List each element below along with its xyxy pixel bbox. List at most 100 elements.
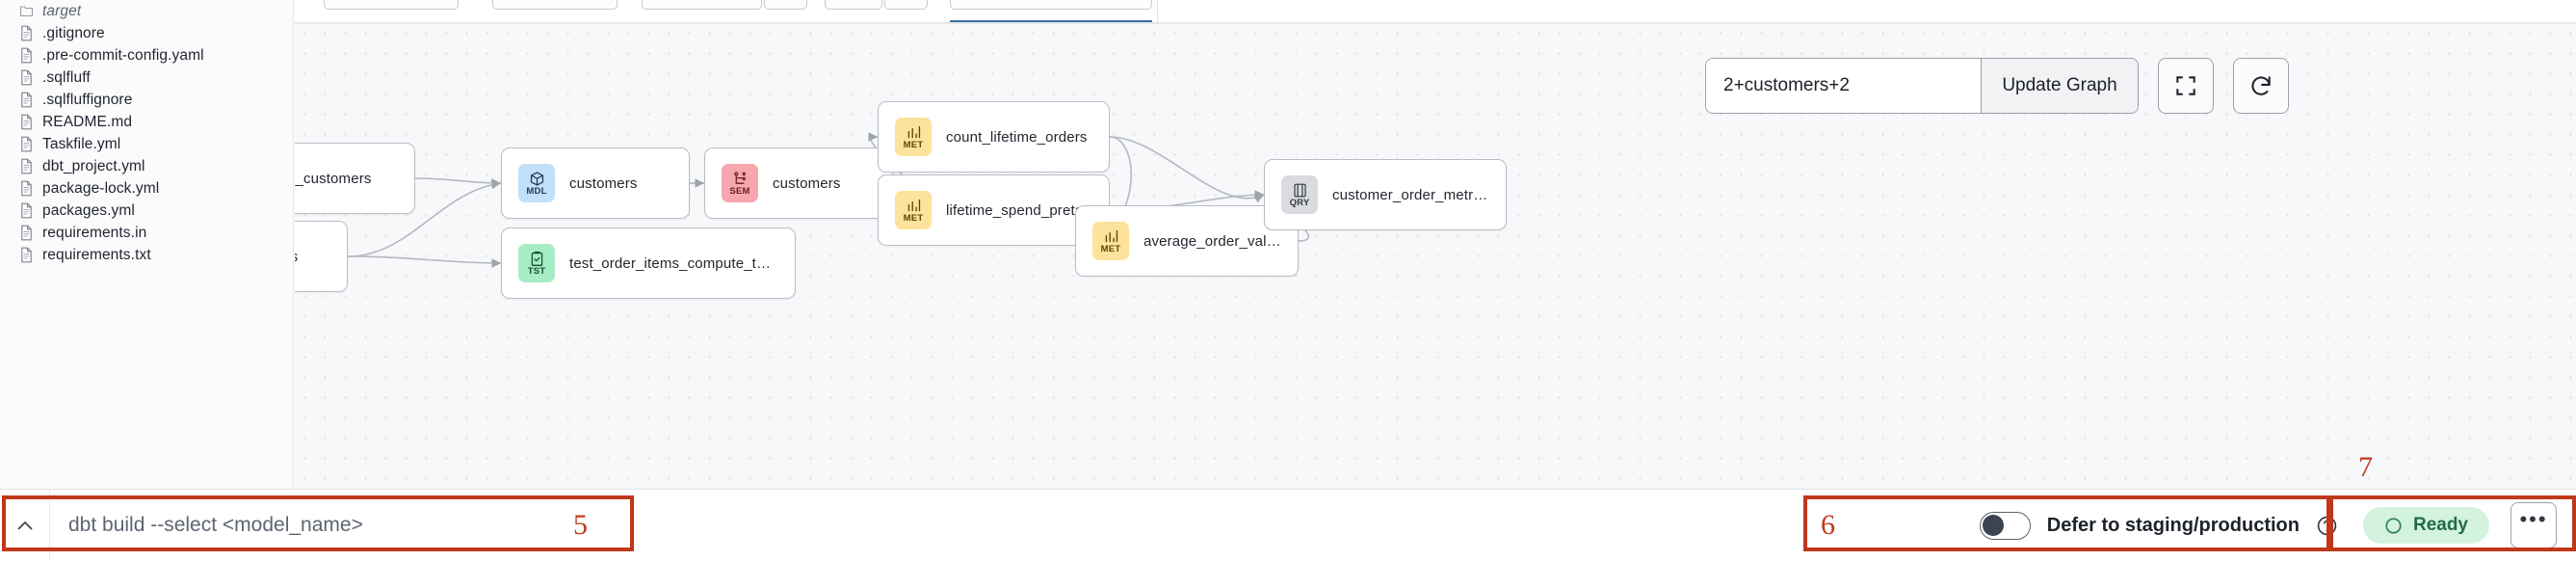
- file-tree-item[interactable]: .sqlfluffignore: [0, 89, 293, 111]
- file-tree-item[interactable]: .pre-commit-config.yaml: [0, 44, 293, 67]
- tab-stub-6[interactable]: [884, 0, 928, 10]
- lineage-edges: [347, 132, 1309, 268]
- file-tree-item[interactable]: .sqlfluff: [0, 67, 293, 89]
- graph-node[interactable]: MET average_order_value: [1075, 205, 1299, 277]
- file-icon: [19, 180, 34, 197]
- query-icon: [1292, 182, 1308, 199]
- graph-node-label: count_lifetime_orders: [946, 128, 1088, 146]
- graph-node[interactable]: SEM customers: [704, 147, 893, 219]
- annotation-number-6: 6: [1821, 509, 1835, 541]
- file-tree-item[interactable]: target: [0, 0, 293, 22]
- node-type-badge: MET: [1092, 222, 1129, 260]
- file-icon: [19, 47, 34, 64]
- tab-stub-2[interactable]: [492, 0, 618, 10]
- file-explorer-panel[interactable]: target .gitignore .pre-commit-config.yaml.…: [0, 0, 294, 489]
- graph-node[interactable]: MDL customers: [501, 147, 690, 219]
- node-type-label: MET: [903, 212, 924, 224]
- bottom-status-bar: Defer to staging/production Ready •••: [0, 489, 2576, 561]
- active-tab-indicator: [950, 20, 1152, 22]
- graph-select-input[interactable]: [1706, 59, 1981, 113]
- node-type-badge: MDL: [518, 164, 555, 202]
- graph-node-label: customer_order_metrics: [1332, 186, 1489, 203]
- file-tree-item-label: .gitignore: [42, 24, 105, 41]
- circle-icon: [2385, 517, 2402, 534]
- graph-node-label: test_order_items_compute_to_bools...: [569, 254, 778, 272]
- file-icon: [19, 136, 34, 152]
- update-graph-button[interactable]: Update Graph: [1981, 59, 2138, 113]
- defer-toggle[interactable]: [1979, 511, 2031, 540]
- tab-stub-3[interactable]: [642, 0, 762, 10]
- file-tree-item-label: dbt_project.yml: [42, 157, 145, 174]
- node-type-badge: TST: [518, 244, 555, 282]
- more-options-button[interactable]: •••: [2510, 502, 2557, 548]
- semantic-icon: [732, 171, 749, 187]
- file-tree-item[interactable]: .gitignore: [0, 22, 293, 44]
- fullscreen-icon: [2176, 76, 2195, 95]
- node-type-badge: SEM: [722, 164, 758, 202]
- file-tree-item-label: package-lock.yml: [42, 179, 160, 197]
- file-icon: [19, 225, 34, 241]
- file-tree-item[interactable]: requirements.in: [0, 222, 293, 244]
- tab-stub-5[interactable]: [825, 0, 882, 10]
- defer-control-group: Defer to staging/production: [1979, 490, 2363, 561]
- node-type-badge: MET: [895, 191, 932, 229]
- tab-strip-divider: [1157, 0, 1158, 23]
- node-type-label: MDL: [526, 185, 547, 197]
- file-tree-item[interactable]: dbt_project.yml: [0, 155, 293, 177]
- node-type-label: SEM: [729, 185, 750, 197]
- refresh-button[interactable]: [2233, 58, 2289, 114]
- node-type-label: MET: [1100, 243, 1121, 254]
- file-icon: [19, 69, 34, 86]
- file-icon: [19, 202, 34, 219]
- graph-node-label: orders: [295, 249, 298, 265]
- tab-stub-4[interactable]: [764, 0, 807, 10]
- folder-icon: [19, 3, 34, 19]
- graph-select-group: Update Graph: [1705, 58, 2139, 114]
- file-tree-item-label: packages.yml: [42, 201, 135, 219]
- graph-node-label: average_order_value: [1143, 232, 1281, 250]
- file-tree-item[interactable]: Taskfile.yml: [0, 133, 293, 155]
- graph-node-label: lifetime_spend_pretax: [946, 201, 1091, 219]
- file-tree-item-label: requirements.txt: [42, 246, 151, 263]
- bar-chart-icon: [906, 198, 922, 214]
- file-tree-item-label: README.md: [42, 113, 133, 130]
- file-tree-item-label: .sqlfluffignore: [42, 91, 133, 108]
- status-label: Ready: [2412, 515, 2468, 535]
- tab-stub-1[interactable]: [324, 0, 459, 10]
- file-icon: [19, 92, 34, 108]
- file-tree-item-label: target: [42, 2, 82, 19]
- chevron-up-icon[interactable]: [0, 490, 50, 561]
- help-circle-icon[interactable]: [2316, 515, 2338, 537]
- file-tree-item[interactable]: packages.yml: [0, 200, 293, 222]
- file-icon: [19, 25, 34, 41]
- cube-icon: [529, 171, 545, 187]
- tab-stub-7[interactable]: [950, 0, 1152, 10]
- graph-node[interactable]: QRY customer_order_metrics: [1264, 159, 1507, 230]
- node-type-label: TST: [527, 265, 546, 277]
- graph-node[interactable]: MET lifetime_spend_pretax: [878, 174, 1110, 246]
- graph-node[interactable]: MDLstg_customers: [295, 143, 415, 214]
- file-icon: [19, 114, 34, 130]
- node-type-badge: QRY: [1281, 175, 1318, 214]
- refresh-icon: [2251, 76, 2271, 95]
- bar-chart-icon: [1103, 228, 1119, 245]
- chevron-up-glyph: [16, 521, 33, 530]
- graph-node-label: stg_customers: [295, 170, 372, 187]
- fullscreen-button[interactable]: [2158, 58, 2214, 114]
- file-tree-item[interactable]: README.md: [0, 111, 293, 133]
- file-tree-item[interactable]: requirements.txt: [0, 244, 293, 266]
- status-badge[interactable]: Ready: [2362, 507, 2489, 544]
- defer-toggle-knob: [1982, 514, 2004, 536]
- graph-node-label: customers: [773, 174, 841, 192]
- editor-tab-strip[interactable]: [295, 0, 2576, 23]
- file-tree-item-label: .sqlfluff: [42, 68, 91, 86]
- graph-toolbar: Update Graph: [1705, 58, 2289, 114]
- file-tree-item[interactable]: package-lock.yml: [0, 177, 293, 200]
- graph-node[interactable]: MDLorders: [295, 221, 348, 292]
- graph-node[interactable]: TST test_order_items_compute_to_bools...: [501, 227, 796, 299]
- bar-chart-icon: [906, 124, 922, 141]
- graph-node-label: customers: [569, 174, 638, 192]
- file-tree-item-label: requirements.in: [42, 224, 147, 241]
